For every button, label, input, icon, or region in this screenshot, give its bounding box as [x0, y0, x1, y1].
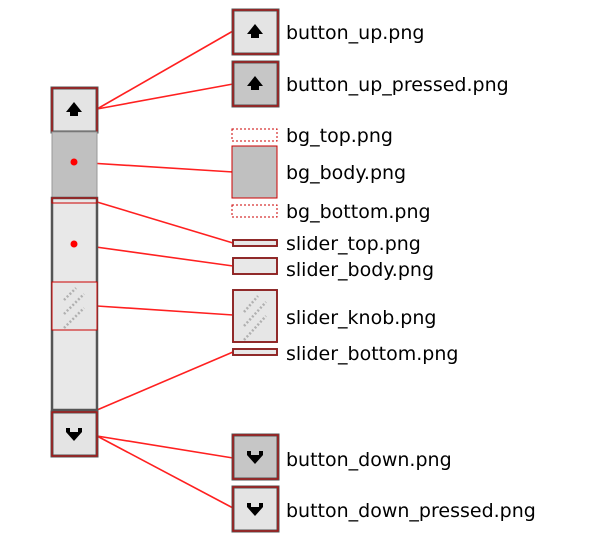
swatch-button-down — [231, 433, 280, 481]
label-slider-body: slider_body.png — [286, 259, 434, 281]
up-arrow-icon — [66, 102, 82, 116]
swatch-bg-bottom — [231, 204, 278, 218]
label-button-down: button_down.png — [286, 449, 452, 471]
leader-button-up-pressed — [96, 83, 234, 110]
label-button-down-pressed: button_down_pressed.png — [286, 500, 536, 522]
leader-slider-top — [96, 201, 234, 244]
label-button-up-pressed: button_up_pressed.png — [286, 74, 509, 96]
scroll-down-button[interactable] — [50, 410, 99, 458]
leader-lines — [73, 30, 234, 509]
assembled-scrollbar — [50, 86, 99, 458]
label-bg-body: bg_body.png — [286, 162, 406, 184]
swatch-button-up — [231, 8, 280, 56]
swatch-bg-body — [231, 145, 278, 199]
swatch-slider-top — [232, 239, 278, 247]
up-arrow-icon — [247, 24, 263, 38]
leader-slider-knob — [96, 305, 234, 316]
part-labels: button_up.png button_up_pressed.png bg_t… — [286, 22, 536, 522]
part-swatches — [231, 8, 280, 533]
label-slider-top: slider_top.png — [286, 233, 421, 255]
swatch-button-up-pressed — [231, 60, 280, 108]
grip-icon — [243, 295, 267, 341]
leader-slider-bottom — [96, 351, 234, 411]
down-arrow-icon — [247, 451, 263, 464]
slider-body-dot — [70, 240, 78, 248]
leader-button-down — [96, 435, 234, 459]
swatch-slider-knob — [232, 289, 278, 343]
leader-button-down-pressed — [96, 435, 234, 509]
grip-icon — [63, 287, 85, 329]
down-arrow-icon — [66, 428, 82, 441]
label-bg-bottom: bg_bottom.png — [286, 201, 431, 223]
leader-bg-body — [73, 161, 234, 173]
slider-knob[interactable] — [51, 281, 98, 331]
swatch-slider-body — [232, 257, 278, 275]
up-arrow-icon — [247, 76, 263, 90]
down-arrow-icon — [247, 503, 263, 516]
leader-button-up — [96, 30, 234, 110]
leader-slider-body — [73, 243, 234, 267]
swatch-bg-top — [231, 128, 278, 142]
label-button-up: button_up.png — [286, 22, 424, 44]
label-slider-knob: slider_knob.png — [286, 307, 436, 329]
label-bg-top: bg_top.png — [286, 125, 393, 147]
label-slider-bottom: slider_bottom.png — [286, 343, 458, 365]
swatch-slider-bottom — [232, 348, 278, 356]
scroll-up-button[interactable] — [50, 86, 99, 134]
swatch-button-down-pressed — [231, 485, 280, 533]
bg-body-dot — [70, 158, 78, 166]
